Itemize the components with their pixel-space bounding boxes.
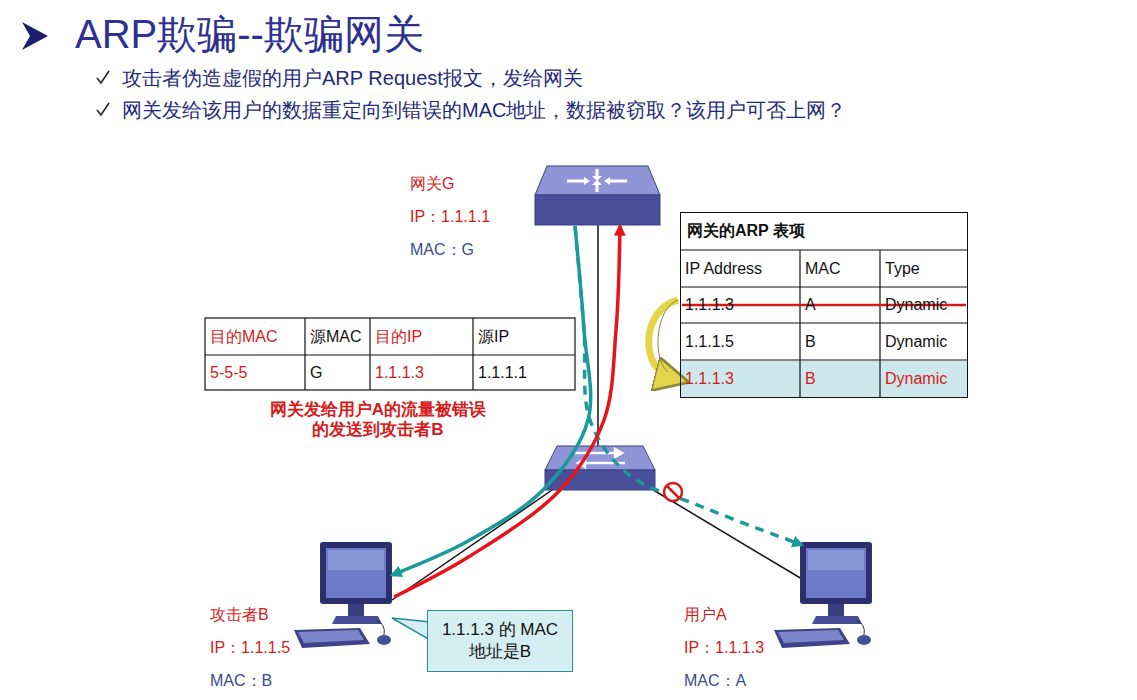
table-cell: 1.1.1.3 — [685, 360, 798, 398]
gateway-router: 网关GIP：1.1.1.1MAC：G — [530, 160, 665, 226]
node-text: 网关的ARP 表项 — [681, 213, 967, 250]
table-header: 目的IP — [375, 318, 471, 355]
router-icon — [535, 166, 660, 225]
wire — [392, 488, 555, 600]
traffic-arrow — [575, 226, 802, 545]
check-mark — [97, 71, 109, 83]
packet-table-grid — [205, 318, 575, 390]
table-cell: Dynamic — [885, 287, 966, 323]
table-cell: G — [310, 355, 368, 390]
table-cell: B — [805, 323, 878, 360]
pc-icon — [774, 542, 872, 648]
node-label: 攻击者B — [210, 605, 269, 626]
node-label: IP：1.1.1.5 — [210, 638, 290, 659]
table-cell: 1.1.1.5 — [685, 323, 798, 360]
wire — [597, 225, 599, 448]
table-header: Type — [885, 250, 966, 287]
node-text: 1.1.1.3 的 MAC地址是B — [428, 613, 572, 669]
table-header: 目的MAC — [210, 318, 303, 355]
node-label: MAC：B — [210, 671, 272, 692]
update-arrow-edge — [658, 300, 678, 372]
node-label: MAC：A — [684, 671, 746, 692]
table-cell: B — [805, 360, 878, 398]
bullet-text: 网关发给该用户的数据重定向到错误的MAC地址，数据被窃取？该用户可否上网？ — [122, 98, 1127, 122]
table-cell: A — [805, 287, 878, 323]
node-label: MAC：G — [410, 240, 474, 261]
arp-table-grid — [680, 250, 968, 398]
table-header: MAC — [805, 250, 878, 287]
slide-title: ARP欺骗--欺骗网关 — [75, 10, 424, 58]
table-header: 源IP — [478, 318, 573, 355]
callout-box: 1.1.1.3 的 MAC地址是B — [427, 610, 573, 672]
bullet-text: 攻击者伪造虚假的用户ARP Request报文，发给网关 — [122, 66, 1122, 90]
table-cell: Dynamic — [885, 323, 966, 360]
table-cell: 1.1.1.3 — [375, 355, 471, 390]
check-mark — [97, 103, 109, 115]
node-label: IP：1.1.1.3 — [684, 638, 764, 659]
title-bullet — [22, 22, 48, 50]
table-cell: 1.1.1.1 — [478, 355, 573, 390]
table-header: IP Address — [685, 250, 798, 287]
wire — [650, 488, 812, 585]
arp-table: 网关的ARP 表项 — [680, 212, 968, 398]
update-arrow — [649, 300, 678, 378]
table-header: 源MAC — [310, 318, 368, 355]
note-text: 网关发给用户A的流量被错误的发送到攻击者B — [262, 400, 494, 441]
node-label: 网关G — [410, 174, 454, 195]
table-cell: 5-5-5 — [210, 355, 303, 390]
user-pc: 用户AIP：1.1.1.3MAC：A — [780, 545, 875, 660]
callout-pointer — [392, 618, 430, 640]
node-label: IP：1.1.1.1 — [410, 207, 490, 228]
attacker-pc: 攻击者BIP：1.1.1.5MAC：B — [318, 545, 398, 660]
table-cell: 1.1.1.3 — [685, 287, 798, 323]
node-label: 用户A — [684, 605, 727, 626]
table-cell: Dynamic — [885, 360, 966, 398]
pc-icon — [294, 542, 392, 648]
block-symbol — [664, 483, 682, 501]
